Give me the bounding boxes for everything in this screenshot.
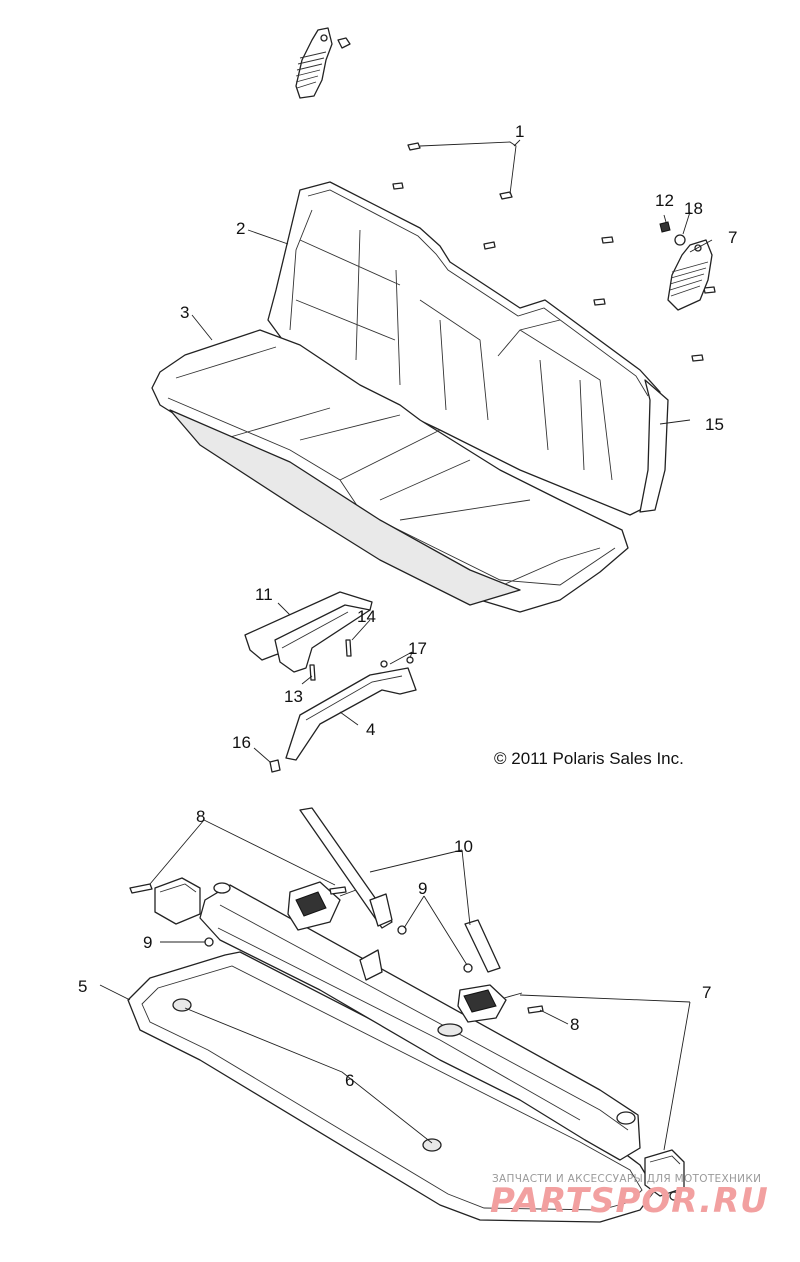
callout-6: 6 [345,1071,354,1090]
callout-10: 10 [454,837,473,856]
callout-15: 15 [705,415,724,434]
seat-crossbar [199,882,641,1161]
seat-backrest [267,181,661,516]
callout-4: 4 [366,720,375,739]
buckle-blocks [154,877,685,1197]
callout-17: 17 [408,639,427,658]
leader-lines [99,139,713,1151]
callout-1: 1 [515,122,524,141]
callout-9-mid: 9 [418,879,427,898]
callout-11: 11 [255,585,273,604]
support-bar [285,667,417,761]
callout-3: 3 [180,303,189,322]
callout-2: 2 [236,219,245,238]
callout-14: 14 [357,607,376,626]
callout-18: 18 [684,199,703,218]
callout-7-lower: 7 [702,983,711,1002]
callout-9-left: 9 [143,933,152,952]
seat-belt-assembly [287,807,523,1023]
callout-13: 13 [284,687,303,706]
callout-7-upper: 7 [728,228,737,247]
callout-8-left: 8 [196,807,205,826]
callout-16: 16 [232,733,251,752]
seat-bracket [244,591,373,673]
watermark-brand: PARTSPOR.RU [490,1181,769,1221]
hardware-screws [269,142,716,773]
watermark: ЗАПЧАСТИ И АКСЕССУАРЫ ДЛЯ МОТОТЕХНИКИ PA… [490,1173,769,1221]
callout-labels: 1 2 3 4 5 6 7 7 8 8 9 9 10 11 12 13 14 1… [78,122,737,1090]
callout-12: 12 [655,191,674,210]
spring-mount-top [295,27,351,99]
callout-8-right: 8 [570,1015,579,1034]
callout-5: 5 [78,977,87,996]
spring-mount-right [667,239,713,311]
backrest-side-panel [639,379,669,513]
bolts-and-nuts [129,883,679,1201]
seat-bottom-cushion [151,329,629,613]
copyright-notice: © 2011 Polaris Sales Inc. [494,749,684,768]
watermark-tagline: ЗАПЧАСТИ И АКСЕССУАРЫ ДЛЯ МОТОТЕХНИКИ [492,1173,761,1185]
